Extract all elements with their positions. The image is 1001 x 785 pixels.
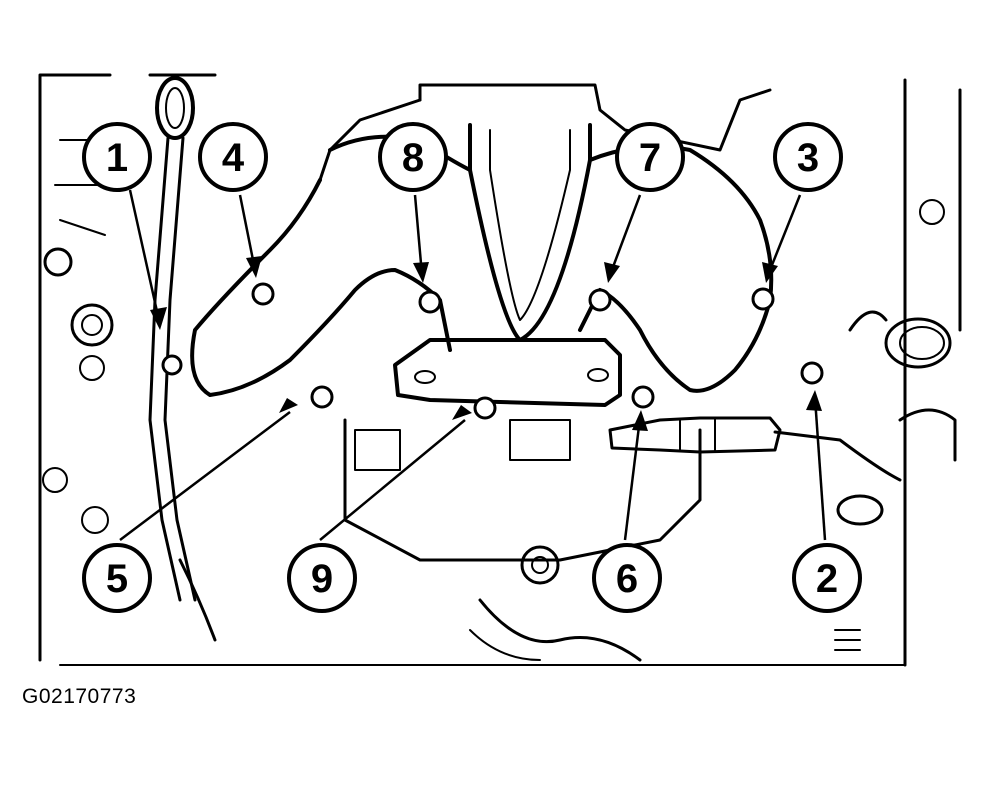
callout-8-label: 8 xyxy=(402,136,424,180)
bolt-3 xyxy=(751,287,775,311)
leader-arrowheads xyxy=(150,256,822,431)
callout-9-label: 9 xyxy=(311,557,333,601)
callout-1: 1 xyxy=(82,122,152,192)
callout-4-label: 4 xyxy=(222,136,245,180)
callout-7: 7 xyxy=(615,122,685,192)
callout-7-label: 7 xyxy=(639,136,661,180)
callout-4: 4 xyxy=(198,122,268,192)
leader-lines xyxy=(119,189,827,541)
engine-line-art xyxy=(38,73,962,667)
callout-2: 2 xyxy=(792,543,862,613)
bolt-7 xyxy=(588,288,612,312)
bolt-5 xyxy=(310,385,334,409)
bolt-4 xyxy=(251,282,275,306)
bolt-2 xyxy=(800,361,824,385)
callout-3-label: 3 xyxy=(797,136,819,180)
bolt-8 xyxy=(418,290,442,314)
callout-circles: 1 4 8 7 3 5 9 6 xyxy=(82,122,862,613)
bolt-markers xyxy=(161,282,824,420)
bolt-6 xyxy=(631,385,655,409)
callout-6: 6 xyxy=(592,543,662,613)
callout-5-label: 5 xyxy=(106,557,128,601)
callout-5: 5 xyxy=(82,543,152,613)
callout-9: 9 xyxy=(287,543,357,613)
callout-8: 8 xyxy=(378,122,448,192)
callout-1-label: 1 xyxy=(106,136,128,180)
bolt-1 xyxy=(161,354,183,376)
callout-2-label: 2 xyxy=(816,557,838,601)
callout-3: 3 xyxy=(773,122,843,192)
callout-6-label: 6 xyxy=(616,557,638,601)
bolt-9 xyxy=(473,396,497,420)
figure-id-label: G02170773 xyxy=(22,685,137,708)
